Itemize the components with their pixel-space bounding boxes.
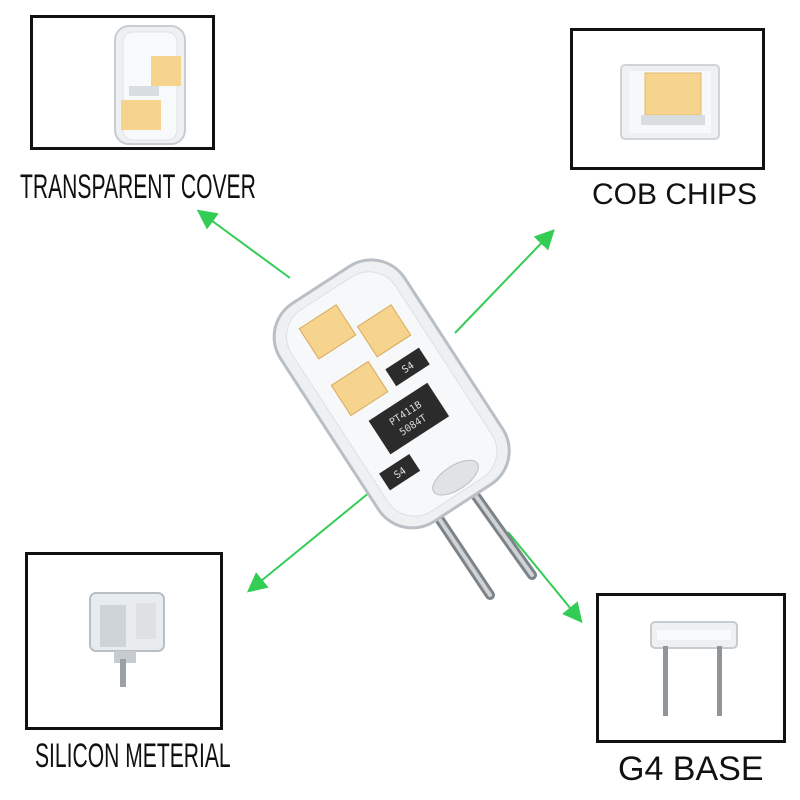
arrow-cob-chips [454,229,555,334]
transparent-cover-detail-frame [30,15,215,150]
g4-base-closeup-image [650,621,738,716]
bulb-pins [425,480,537,600]
transparent-cover-label: TRANSPARENT COVER [20,168,256,206]
arrow-transparent-cover [196,209,291,279]
g4-led-bulb-image: S4 PT411B 5084T S4 [272,258,537,600]
silicon-material-detail-frame [25,552,223,730]
resistor-bottom [379,454,421,491]
arrow-g4-base [507,531,583,624]
led-chip [356,304,412,358]
transparent-cover-closeup-image [114,25,186,145]
resistor-top [385,347,430,387]
cob-chips-closeup-image [620,64,720,140]
led-chip [330,360,389,417]
cob-chips-label: COB CHIPS [592,178,758,211]
silicon-material-closeup-image [89,592,165,687]
arrow-silicon-material [246,491,371,593]
driver-ic [368,382,450,455]
g4-base-label: G4 BASE [618,750,764,788]
g4-base-detail-frame [596,593,786,743]
silicon-material-label: SILICON METERIAL [35,737,231,775]
cob-chips-detail-frame [570,28,765,170]
led-chip [298,304,357,360]
